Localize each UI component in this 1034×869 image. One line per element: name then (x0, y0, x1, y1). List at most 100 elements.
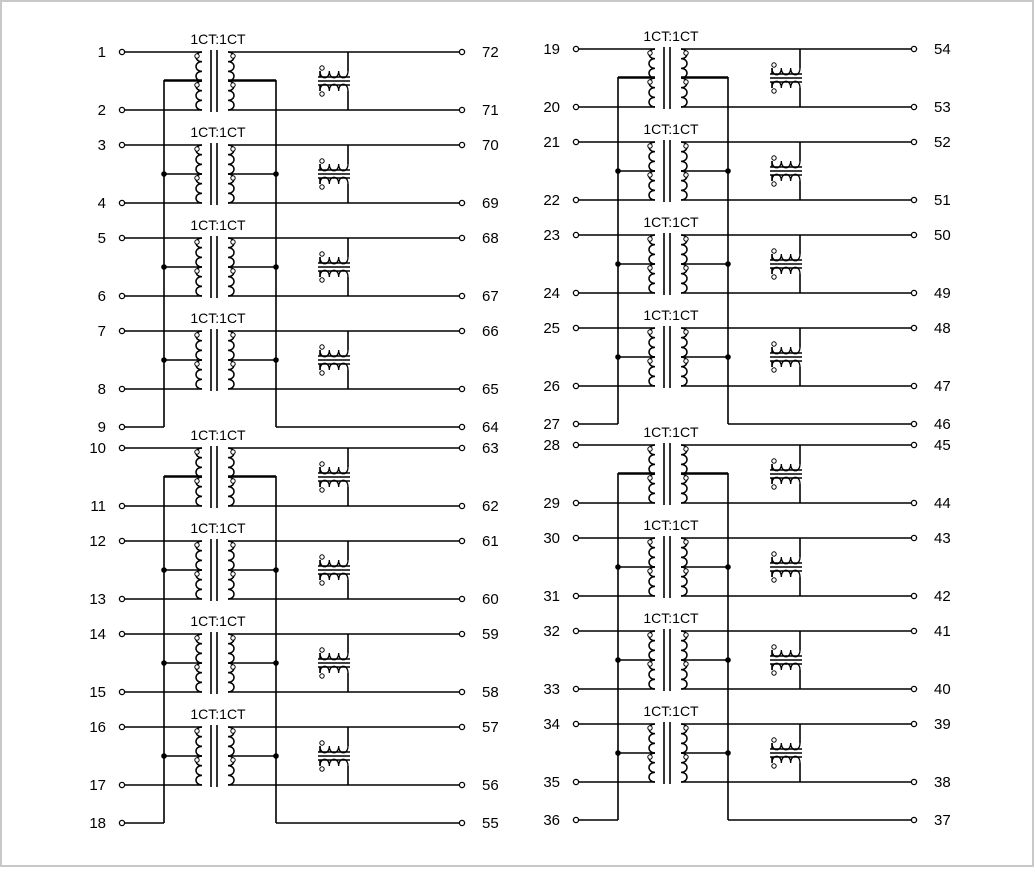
pin-terminal (118, 819, 126, 827)
junction-dot (615, 168, 621, 174)
polarity-dot (771, 763, 777, 769)
junction-dot (725, 168, 731, 174)
polarity-dot (319, 647, 325, 653)
polarity-dot (230, 361, 236, 367)
polarity-dot (683, 358, 689, 364)
polarity-dot (683, 143, 689, 149)
polarity-dot (194, 82, 200, 88)
polarity-dot (230, 332, 236, 338)
turns-ratio-label: 1CT:1CT (190, 217, 246, 233)
pin-terminal (910, 816, 918, 824)
pin-label-in-top: 30 (543, 530, 560, 547)
pin-label-out-bottom: 69 (482, 195, 499, 212)
pin-terminal (910, 138, 918, 146)
pin-terminal (118, 199, 126, 207)
pin-terminal (910, 324, 918, 332)
pin-terminal (118, 595, 126, 603)
polarity-dot (194, 635, 200, 641)
pin-label-common: 36 (543, 812, 560, 829)
turns-ratio-label: 1CT:1CT (190, 706, 246, 722)
polarity-dot (194, 571, 200, 577)
pin-label-out-bottom: 62 (482, 498, 499, 515)
polarity-dot (647, 50, 653, 56)
pin-label-out-bottom: 44 (934, 495, 951, 512)
pin-label-out-bottom: 56 (482, 777, 499, 794)
polarity-dot (230, 146, 236, 152)
pin-terminal (118, 292, 126, 300)
polarity-dot (194, 542, 200, 548)
choke-winding (771, 476, 801, 485)
pin-label-out-top: 48 (934, 320, 951, 337)
pin-label-common: 18 (89, 815, 106, 832)
polarity-dot (194, 332, 200, 338)
pin-terminal (118, 502, 126, 510)
polarity-dot (647, 265, 653, 271)
pin-terminal (572, 720, 580, 728)
polarity-dot (771, 551, 777, 557)
choke-winding (319, 83, 349, 92)
polarity-dot (230, 449, 236, 455)
pin-terminal (118, 630, 126, 638)
polarity-dot (771, 644, 777, 650)
pin-terminal (458, 630, 466, 638)
pin-label-common-out: 37 (934, 812, 951, 829)
polarity-dot (319, 158, 325, 164)
pin-label-out-top: 57 (482, 719, 499, 736)
polarity-dot (194, 361, 200, 367)
polarity-dot (683, 265, 689, 271)
pin-terminal (572, 441, 580, 449)
pin-label-in-top: 1 (98, 44, 106, 61)
pin-label-in-bottom: 20 (543, 99, 560, 116)
polarity-dot (683, 725, 689, 731)
junction-dot (273, 567, 279, 573)
pin-label-in-top: 23 (543, 227, 560, 244)
turns-ratio-label: 1CT:1CT (643, 28, 699, 44)
polarity-dot (683, 661, 689, 667)
polarity-dot (647, 172, 653, 178)
pin-terminal (458, 819, 466, 827)
polarity-dot (230, 571, 236, 577)
pin-terminal (118, 781, 126, 789)
polarity-dot (230, 757, 236, 763)
junction-dot (161, 660, 167, 666)
turns-ratio-label: 1CT:1CT (643, 214, 699, 230)
choke-winding (771, 569, 801, 578)
pin-label-out-bottom: 47 (934, 378, 951, 395)
polarity-dot (230, 268, 236, 274)
pin-terminal (572, 231, 580, 239)
polarity-dot (319, 673, 325, 679)
pin-terminal (458, 48, 466, 56)
choke-winding (319, 176, 349, 185)
polarity-dot (319, 91, 325, 97)
pin-label-in-bottom: 15 (89, 684, 106, 701)
pin-label-out-bottom: 38 (934, 774, 951, 791)
polarity-dot (319, 554, 325, 560)
polarity-dot (194, 239, 200, 245)
polarity-dot (683, 446, 689, 452)
pin-label-out-bottom: 67 (482, 288, 499, 305)
pin-label-out-top: 66 (482, 323, 499, 340)
pin-label-in-top: 34 (543, 716, 560, 733)
polarity-dot (771, 577, 777, 583)
polarity-dot (683, 236, 689, 242)
choke-winding (319, 362, 349, 371)
pin-label-out-top: 61 (482, 533, 499, 550)
junction-dot (273, 660, 279, 666)
polarity-dot (771, 62, 777, 68)
pin-label-in-bottom: 8 (98, 381, 106, 398)
choke-winding (771, 173, 801, 182)
turns-ratio-label: 1CT:1CT (643, 424, 699, 440)
pin-label-out-top: 68 (482, 230, 499, 247)
pin-terminal (118, 444, 126, 452)
pin-label-in-bottom: 17 (89, 777, 106, 794)
junction-dot (725, 750, 731, 756)
pin-label-out-bottom: 60 (482, 591, 499, 608)
junction-dot (161, 171, 167, 177)
pin-label-in-top: 14 (89, 626, 106, 643)
pin-terminal (910, 196, 918, 204)
polarity-dot (647, 539, 653, 545)
polarity-dot (683, 539, 689, 545)
pin-label-out-bottom: 71 (482, 102, 499, 119)
pin-terminal (572, 45, 580, 53)
